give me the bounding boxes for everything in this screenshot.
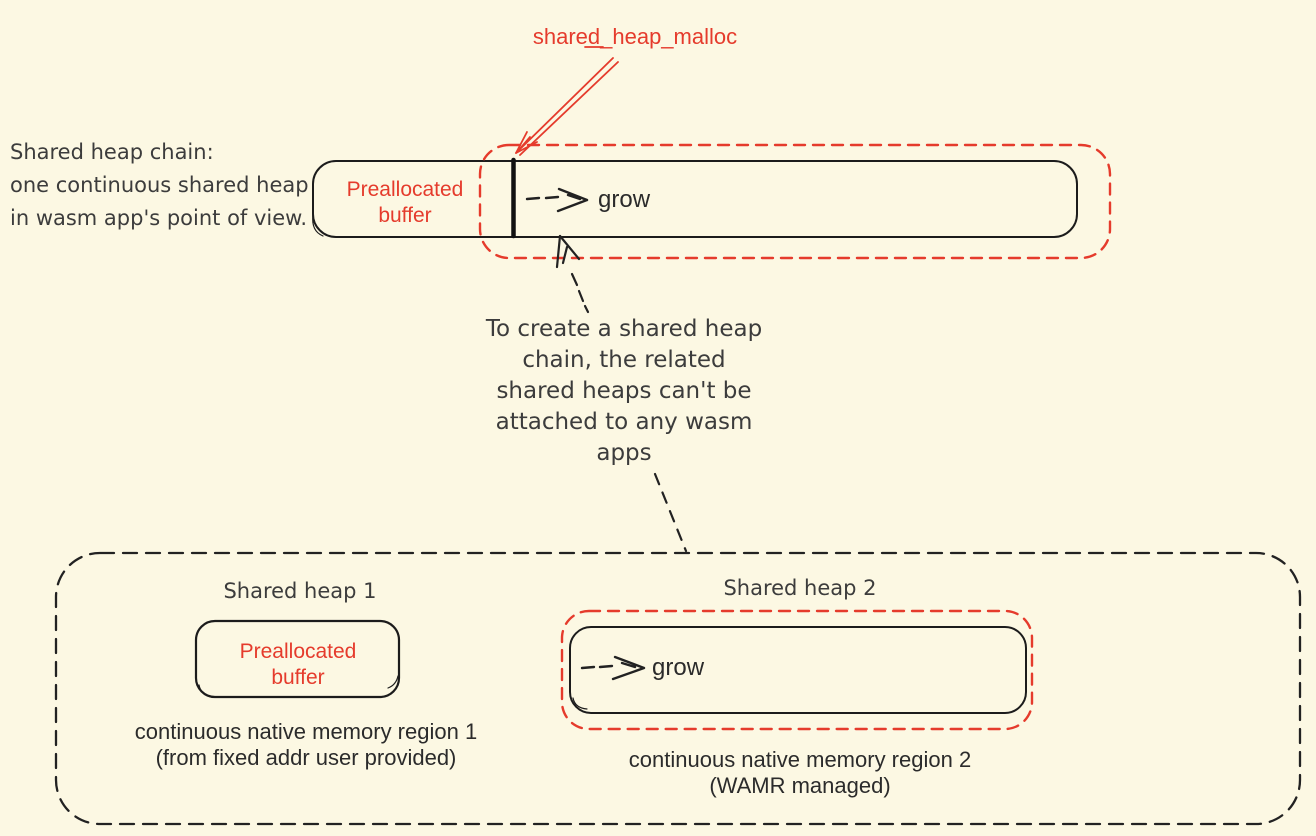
- heap1-prealloc-buffer-label: Preallocated buffer: [196, 639, 400, 691]
- heap1-caption-line-2: (from fixed addr user provided): [155, 745, 457, 770]
- note-line-2: chain, the related: [522, 347, 726, 373]
- chain-caption: Shared heap chain: one continuous shared…: [10, 136, 309, 235]
- heap1-caption-line-1: continuous native memory region 1: [134, 719, 478, 744]
- heap2-caption-line-2: (WAMR managed): [709, 773, 891, 798]
- shared-heap-malloc-label: shared_heap_malloc: [532, 24, 738, 49]
- heap2-title: Shared heap 2: [723, 576, 877, 600]
- chain-caption-line-2: one continuous shared heap: [10, 173, 309, 197]
- note-line-4: attached to any wasm: [495, 409, 753, 435]
- main-grow-label: grow: [598, 186, 651, 213]
- grow-arrow-icon-main: [525, 187, 589, 213]
- chain-caption-line-1: Shared heap chain:: [10, 140, 214, 164]
- grow-arrow-icon-heap2: [580, 655, 646, 681]
- main-heap-box: [312, 160, 1078, 238]
- heap2-red-dashed-outline: [560, 609, 1034, 731]
- heap2-caption-line-1: continuous native memory region 2: [628, 747, 972, 772]
- heap2-caption: continuous native memory region 2 (WAMR …: [600, 747, 1000, 799]
- main-prealloc-line-1: Preallocated: [346, 178, 464, 201]
- note-text: To create a shared heap chain, the relat…: [464, 314, 784, 469]
- heap1-caption: continuous native memory region 1 (from …: [106, 719, 506, 771]
- heap2-box: [569, 626, 1027, 714]
- chain-caption-line-3: in wasm app's point of view.: [10, 206, 308, 230]
- note-line-3: shared heaps can't be: [496, 378, 752, 404]
- shared-heaps-container-outline: [54, 551, 1302, 826]
- main-red-dashed-outline: [478, 143, 1112, 260]
- heap1-prealloc-line-2: buffer: [271, 666, 325, 689]
- heap2-grow-label: grow: [652, 654, 705, 681]
- heap1-title: Shared heap 1: [223, 579, 377, 603]
- note-pointer-arrow: [555, 234, 590, 314]
- main-prealloc-buffer-label: Preallocated buffer: [328, 177, 482, 229]
- note-to-container-connector: [653, 472, 688, 553]
- note-line-1: To create a shared heap: [485, 316, 763, 342]
- malloc-pointer-arrow: [515, 46, 619, 156]
- note-line-5: apps: [596, 440, 652, 466]
- heap1-box: [194, 619, 401, 699]
- main-prealloc-line-2: buffer: [378, 204, 432, 227]
- heap1-prealloc-line-1: Preallocated: [239, 640, 357, 663]
